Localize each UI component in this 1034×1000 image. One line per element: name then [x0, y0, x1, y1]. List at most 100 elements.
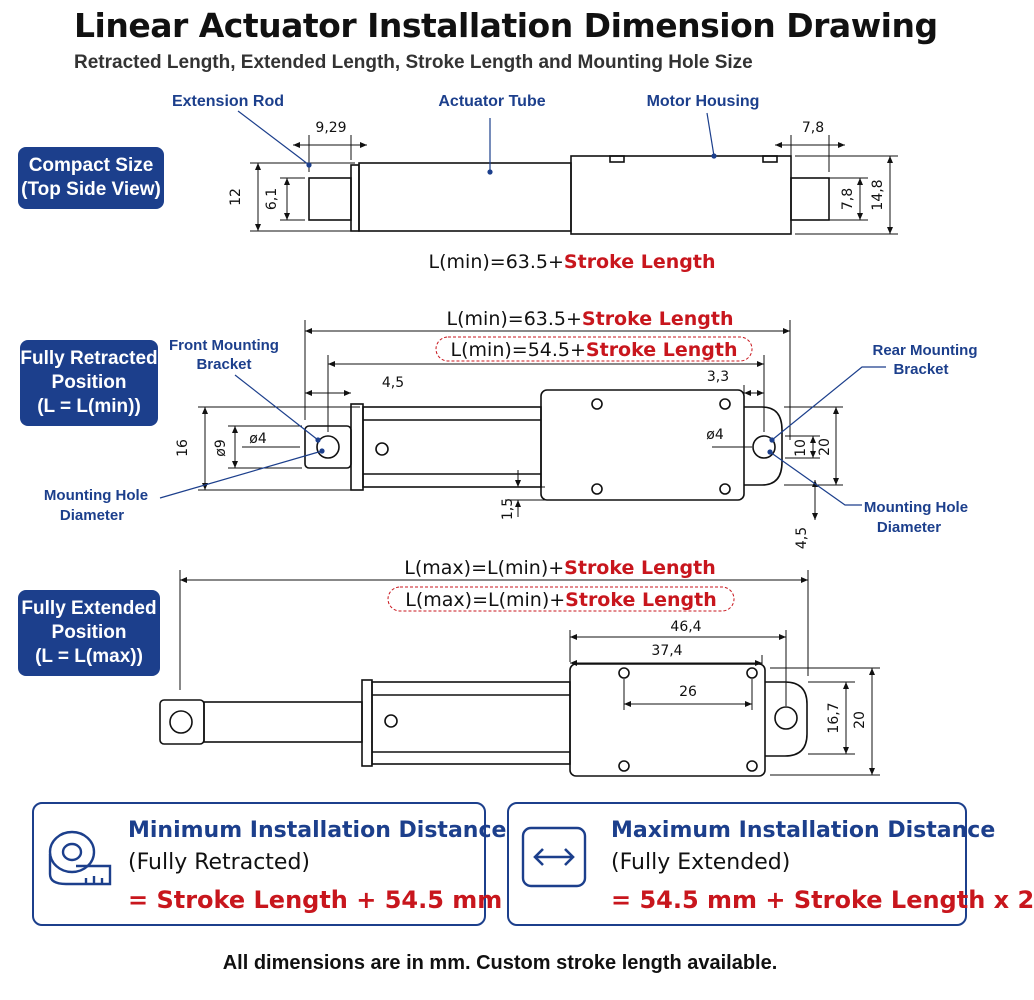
extended-rod-end-shape [159, 699, 205, 745]
dim-16: 16 [175, 439, 191, 457]
dim-9-29: 9,29 [315, 120, 346, 136]
label-front-bracket-2: Bracket [196, 356, 251, 373]
max-box-title: Maximum Installation Distance [611, 818, 996, 843]
badge-retracted-line2: Position [51, 372, 127, 393]
retracted-view-dimensions [198, 320, 843, 520]
rear-mounting-hole [752, 435, 776, 459]
extended-front-hole [169, 710, 193, 734]
extended-rear-hole [774, 706, 798, 730]
min-box-title: Minimum Installation Distance [128, 818, 507, 843]
extended-formula-highlight [387, 586, 735, 612]
extended-view-drawing [159, 663, 808, 777]
badge-retracted-line1: Fully Retracted [20, 348, 158, 369]
dim-7-8-top: 7,8 [802, 120, 824, 136]
dim-phi-9: ø9 [213, 439, 229, 456]
formula-extended-2: L(max)=L(min)+Stroke Length [405, 589, 716, 611]
dim-26: 26 [679, 684, 697, 700]
badge-extended: Fully Extended Position (L = L(max)) [18, 590, 160, 676]
dimension-values: 9,29 7,8 12 6,1 7,8 14,8 4,5 3,3 16 ø9 ø… [175, 120, 886, 734]
extended-rod-shape [203, 701, 363, 743]
dim-phi-4-right: ø4 [706, 427, 724, 443]
dim-6-1: 6,1 [264, 188, 280, 210]
dim-14-8: 14,8 [870, 179, 886, 210]
extension-rod-shape [308, 177, 352, 221]
formula-ext1-black: L(max)=L(min)+ [404, 557, 564, 579]
min-box-formula: = Stroke Length + 54.5 mm [128, 886, 503, 914]
top-view-dimensions [250, 135, 898, 235]
dim-20-extended: 20 [852, 711, 868, 729]
formula-retracted-1: L(min)=63.5+Stroke Length [447, 308, 734, 330]
label-hole-right-2: Diameter [877, 519, 941, 536]
formula-ext1-red: Stroke Length [564, 557, 716, 579]
formula-lines: L(min)=63.5+Stroke Length L(min)=63.5+St… [404, 251, 737, 611]
footer-note: All dimensions are in mm. Custom stroke … [222, 952, 778, 974]
retracted-housing-shape [540, 389, 745, 501]
label-hole-right-1: Mounting Hole [864, 499, 968, 516]
retracted-view-drawing [304, 389, 783, 501]
max-box-formula: = 54.5 mm + Stroke Length x 2 [611, 886, 1034, 914]
badge-retracted: Fully Retracted Position (L = L(min)) [20, 340, 158, 426]
extended-rear-bracket-shape [765, 681, 808, 757]
formula-ret1-black: L(min)=63.5+ [447, 308, 582, 330]
label-rear-bracket-1: Rear Mounting [873, 342, 978, 359]
formula-top-red: Stroke Length [564, 251, 716, 273]
label-actuator-tube: Actuator Tube [438, 93, 545, 110]
dim-7-8-vert: 7,8 [840, 188, 856, 210]
dim-10: 10 [793, 439, 809, 457]
motor-housing-shape [570, 155, 792, 235]
callout-labels: Extension Rod Actuator Tube Motor Housin… [44, 93, 978, 536]
dimension-drawing: Extension Rod Actuator Tube Motor Housin… [44, 93, 978, 777]
tape-measure-icon [48, 830, 112, 886]
formula-ret1-red: Stroke Length [582, 308, 734, 330]
page-title: Linear Actuator Installation Dimension D… [74, 6, 938, 45]
dim-16-7: 16,7 [826, 702, 842, 733]
dim-3-3: 3,3 [707, 369, 729, 385]
min-install-box: Minimum Installation Distance (Fully Ret… [32, 802, 506, 926]
badge-retracted-line3: (L = L(min)) [37, 396, 141, 417]
rear-bracket-shape [744, 406, 783, 486]
extended-housing-shape [569, 663, 766, 777]
badge-extended-line3: (L = L(max)) [35, 646, 143, 667]
label-extension-rod: Extension Rod [172, 93, 284, 110]
motor-tail-shape [790, 177, 830, 221]
badge-compact-line1: Compact Size [28, 155, 154, 176]
extended-view-dimensions [179, 570, 880, 776]
formula-top: L(min)=63.5+Stroke Length [429, 251, 716, 273]
top-view-drawing [308, 155, 830, 235]
formula-ext2-red: Stroke Length [565, 589, 717, 611]
front-bracket-shape [304, 425, 352, 469]
front-mounting-hole [316, 435, 340, 459]
max-box-subtitle: (Fully Extended) [611, 850, 791, 875]
formula-ret2-black: L(min)=54.5+ [451, 339, 586, 361]
dim-4-5-vert: 4,5 [794, 527, 810, 549]
formula-top-black: L(min)=63.5+ [429, 251, 564, 273]
formula-retracted-2: L(min)=54.5+Stroke Length [451, 339, 738, 361]
retracted-tube-shape [362, 406, 542, 488]
page-subtitle: Retracted Length, Extended Length, Strok… [74, 52, 753, 73]
label-motor-housing: Motor Housing [647, 93, 760, 110]
retracted-formula-highlight [435, 336, 753, 362]
dim-37-4: 37,4 [651, 643, 682, 659]
formula-ext2-black: L(max)=L(min)+ [405, 589, 565, 611]
dim-4-5: 4,5 [382, 375, 404, 391]
formula-ret2-red: Stroke Length [586, 339, 738, 361]
dim-1-5: 1,5 [500, 498, 516, 520]
label-front-bracket-1: Front Mounting [169, 337, 279, 354]
max-install-box: Maximum Installation Distance (Fully Ext… [507, 802, 1034, 926]
formula-extended-1: L(max)=L(min)+Stroke Length [404, 557, 715, 579]
label-hole-left-2: Diameter [60, 507, 124, 524]
double-arrow-icon [521, 826, 587, 888]
badge-extended-line1: Fully Extended [21, 598, 157, 619]
badge-compact: Compact Size (Top Side View) [18, 147, 164, 209]
label-hole-left-1: Mounting Hole [44, 487, 148, 504]
top-view-leaders [237, 110, 717, 175]
dim-46-4: 46,4 [670, 619, 701, 635]
dim-phi-4-left: ø4 [249, 431, 267, 447]
rod-collar-shape [350, 164, 360, 232]
retracted-view-leaders [159, 366, 886, 506]
dim-20-retracted: 20 [817, 438, 833, 456]
min-box-subtitle: (Fully Retracted) [128, 850, 311, 875]
badge-extended-line2: Position [51, 622, 127, 643]
dim-12: 12 [228, 188, 244, 206]
actuator-tube-shape [358, 162, 572, 232]
